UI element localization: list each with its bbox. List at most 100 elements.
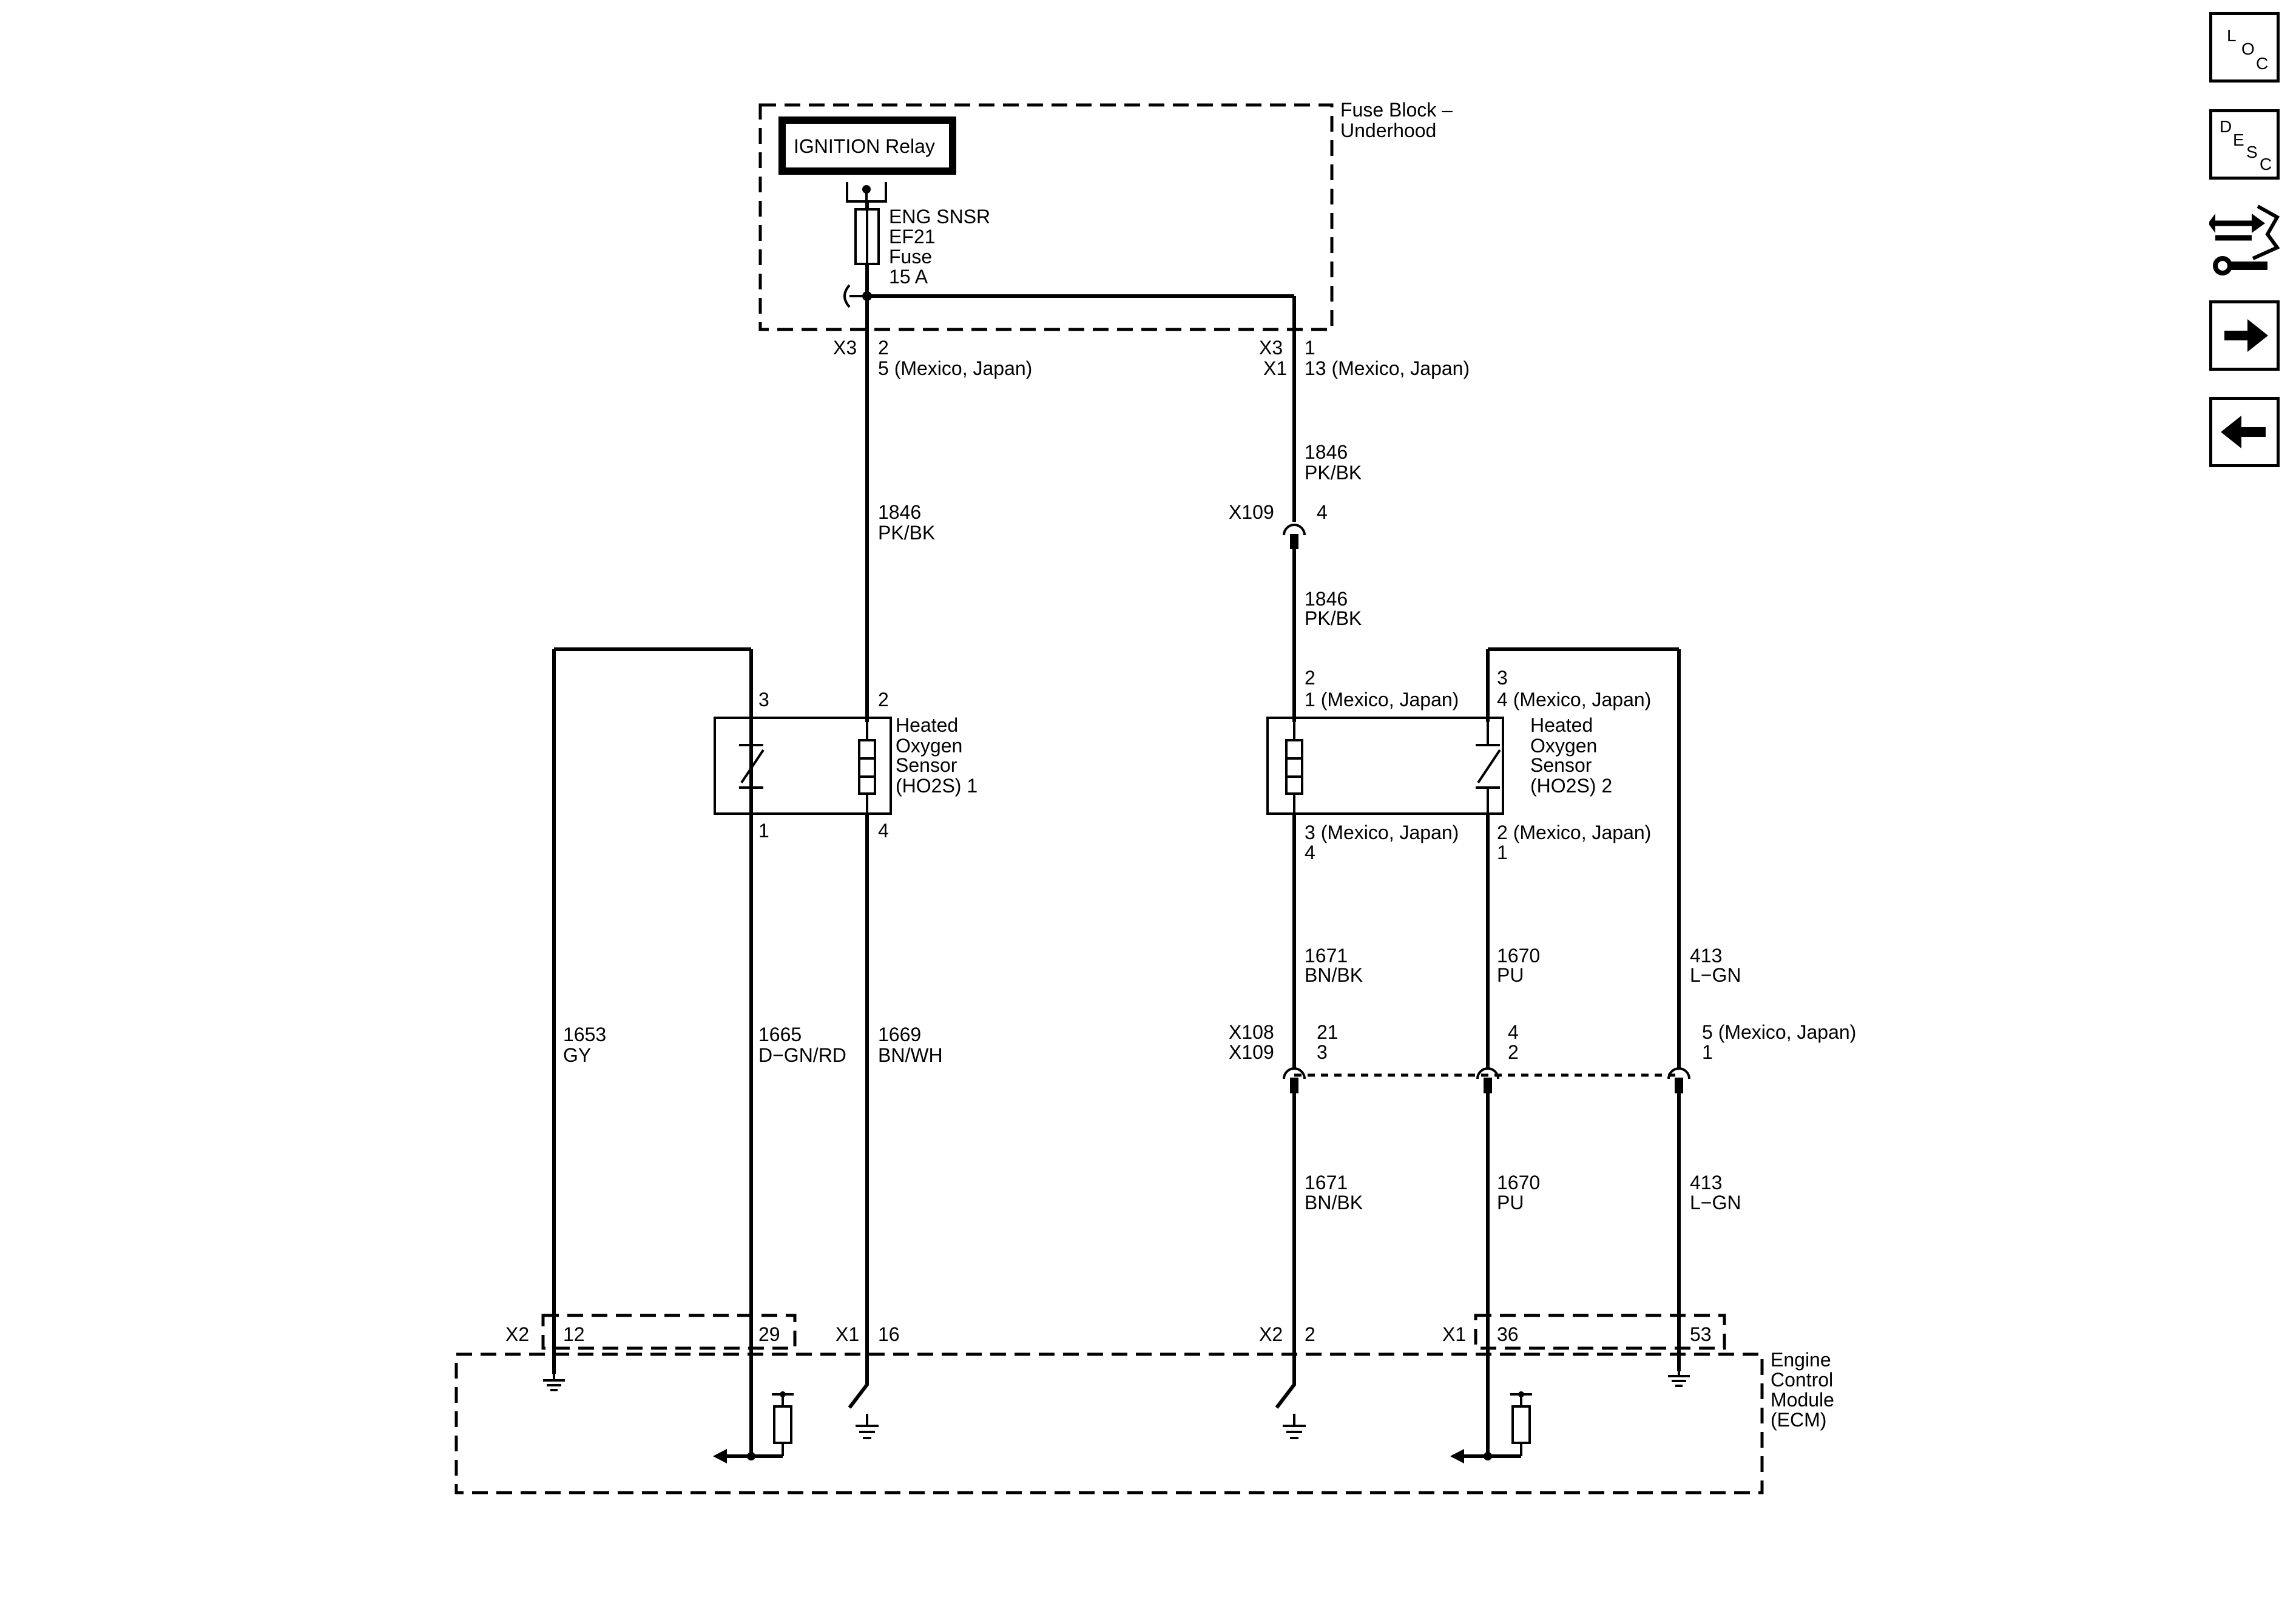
label-ho2s1-label-0: Heated: [896, 714, 958, 736]
desc-letter-s: S: [2246, 143, 2258, 161]
ho2s1-pin-3: 3: [758, 689, 769, 711]
label-ecm-p53: 53: [1690, 1323, 1712, 1345]
label-ho2s2-pin_bot_right_alt: 1: [1497, 842, 1508, 863]
ground-symbol-12: [543, 1374, 565, 1391]
label-ho2s2-label-1: Oxygen: [1530, 735, 1597, 757]
wire-1665-num: 1665: [758, 1024, 802, 1045]
label-wires-w1671_b-0: 1671: [1305, 1172, 1348, 1193]
ground-symbol-53: [1668, 1371, 1690, 1387]
label-ecm-x2b: X2: [1259, 1323, 1283, 1345]
wire-1846-left-num: 1846: [878, 501, 921, 523]
right-conn-x1: X1: [1263, 357, 1287, 379]
right-conn-x3: X3: [1259, 337, 1283, 359]
label-wires-w413_a-1: L−GN: [1690, 964, 1741, 986]
label-connectors-c4: 4: [1508, 1021, 1519, 1043]
fuse-block-title-2: Underhood: [1340, 120, 1436, 141]
label-ecm-x1b: X1: [1442, 1323, 1466, 1345]
ecm-x1b-connector: [1474, 1314, 1726, 1350]
ecm-outline: [454, 1352, 1764, 1494]
label-ecm-label-2: Module: [1771, 1389, 1834, 1411]
label-ho2s1-label-3: (HO2S) 1: [896, 775, 977, 797]
label-wires-w1670_a-0: 1670: [1497, 945, 1540, 967]
ho2s2-sensor-element: [1476, 722, 1501, 814]
wire-1846-left-color: PK/BK: [878, 522, 935, 544]
label-ho2s2-label-0: Heated: [1530, 714, 1593, 736]
ho2s2-box: [1266, 717, 1504, 815]
next-button[interactable]: [2209, 300, 2280, 371]
switch-2: [1275, 1374, 1296, 1409]
fuse-label-2: EF21: [889, 226, 935, 248]
wire-1669-num: 1669: [878, 1024, 921, 1045]
desc-letter-e: E: [2233, 130, 2244, 149]
label-wires-w413_b-1: L−GN: [1690, 1192, 1741, 1214]
wire-1653-color: GY: [563, 1044, 591, 1066]
label-ho2s2-pin_bot_right: 2 (Mexico, Japan): [1497, 822, 1651, 843]
wiring-schematic: Fuse Block – Underhood IGNITION Relay EN…: [454, 99, 1856, 1494]
fuse-block-title: Fuse Block –: [1340, 99, 1453, 121]
label-ecm-p36: 36: [1497, 1323, 1519, 1345]
label-wires-w1670_a-1: PU: [1497, 964, 1524, 986]
ground-symbol-16: [856, 1414, 879, 1439]
wire-1846-right-color: PK/BK: [1305, 462, 1362, 484]
left-arrow-icon: [2221, 416, 2266, 448]
ho2s1-pin-4: 4: [878, 820, 889, 842]
ho2s2-heater: [1285, 739, 1303, 795]
ho2s1-sensor-element: [739, 722, 765, 814]
left-conn-pin: 2: [878, 337, 889, 359]
desc-letter-d: D: [2220, 117, 2232, 136]
label-ecm-p29: 29: [758, 1323, 780, 1345]
label-connectors-c3: 3: [1317, 1041, 1328, 1063]
left-conn-x3: X3: [833, 337, 857, 359]
label-ho2s1-label-1: Oxygen: [896, 735, 962, 757]
label-ecm-label-3: (ECM): [1771, 1409, 1826, 1431]
desc-button[interactable]: D E S C: [2209, 109, 2280, 180]
right-conn-pin: 1: [1305, 337, 1315, 359]
loc-letter-c: C: [2256, 54, 2269, 73]
ho2s1-box: [714, 717, 892, 815]
label-connectors-c5: 5 (Mexico, Japan): [1702, 1021, 1856, 1043]
pullup-resistor-36: [1511, 1405, 1531, 1444]
ho2s1-pin-2: 2: [878, 689, 889, 711]
label-ho2s2-pin_bot_left_alt: 4: [1305, 842, 1315, 863]
label-ecm-p2: 2: [1305, 1323, 1315, 1345]
label-connectors-c1: 1: [1702, 1041, 1713, 1063]
ground-symbol-2: [1283, 1414, 1306, 1439]
wire-1665-color: D−GN/RD: [758, 1044, 846, 1066]
ho2s1-pin-1: 1: [758, 820, 769, 842]
label-ho2s2-pin_top_left_alt: 1 (Mexico, Japan): [1305, 689, 1459, 711]
label-ecm-x1a: X1: [836, 1323, 859, 1345]
loc-letter-l: L: [2227, 26, 2237, 45]
ignition-relay-box: [778, 116, 956, 175]
label-ho2s2-pin_top_left: 2: [1305, 667, 1315, 689]
x109-top-label: X109: [1229, 501, 1274, 523]
back-button[interactable]: [2209, 397, 2280, 467]
right-conn-pin-alt: 13 (Mexico, Japan): [1305, 357, 1470, 379]
label-ecm-label-0: Engine: [1771, 1349, 1831, 1371]
label-ho2s2-pin_top_right: 3: [1497, 667, 1508, 689]
label-wires-w413_a-0: 413: [1690, 945, 1722, 967]
ho2s1-heater: [858, 739, 876, 795]
loc-button[interactable]: L O C: [2209, 12, 2280, 83]
label-wires-w1670_b-0: 1670: [1497, 1172, 1540, 1193]
label-ho2s2-pin_bot_left: 3 (Mexico, Japan): [1305, 822, 1459, 843]
pullup-resistor-29: [773, 1405, 792, 1444]
label-ecm-p12: 12: [563, 1323, 585, 1345]
left-conn-pin-alt: 5 (Mexico, Japan): [878, 357, 1032, 379]
label-connectors-x108: X108: [1229, 1021, 1274, 1043]
desc-letter-c: C: [2260, 155, 2272, 174]
ignition-relay-label: IGNITION Relay: [794, 135, 935, 157]
connector-icon: [2209, 204, 2280, 275]
label-wires-w1671_b-1: BN/BK: [1305, 1192, 1363, 1214]
right-arrow-icon: [2224, 319, 2268, 352]
wire-1846-right-num: 1846: [1305, 441, 1348, 463]
fuse-label-3: Fuse: [889, 246, 932, 268]
label-wires-w1671_a-1: BN/BK: [1305, 964, 1363, 986]
label-ecm-x2a: X2: [505, 1323, 529, 1345]
label-ho2s2-label-2: Sensor: [1530, 754, 1592, 776]
x109-top-pin: 4: [1317, 501, 1328, 523]
label-ho2s2-pin_top_right_alt: 4 (Mexico, Japan): [1497, 689, 1651, 711]
ecm-x2a-connector: [541, 1314, 797, 1350]
fuse-label-1: ENG SNSR: [889, 206, 990, 228]
connector-button[interactable]: [2209, 200, 2280, 285]
fuse-block-outline: [758, 103, 1334, 331]
